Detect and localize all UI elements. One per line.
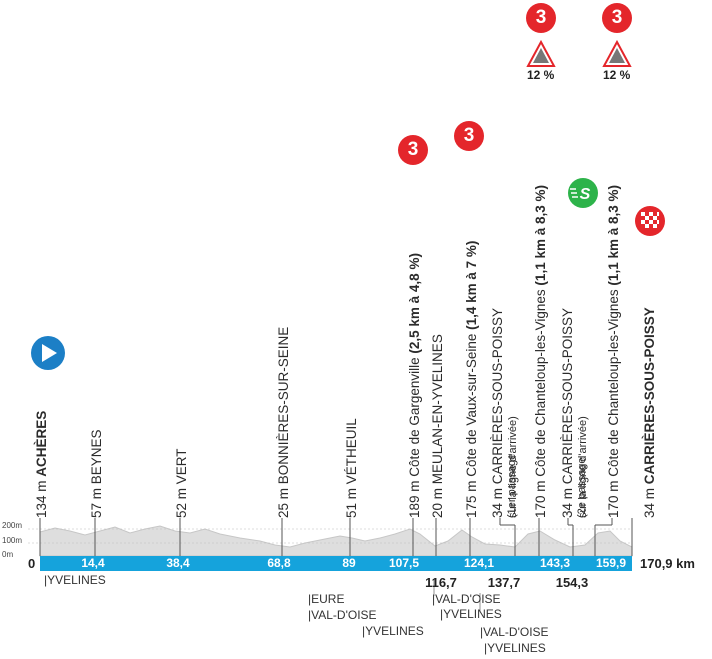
passage-note: sur la ligne d'arrivée) [577, 416, 589, 518]
region-label: |YVELINES [484, 641, 546, 655]
region-label: |YVELINES [44, 573, 106, 587]
climb-category-badge: 3 [526, 3, 556, 33]
climb-label: 170 m Côte de Chanteloup-les-Vignes (1,1… [606, 185, 621, 518]
km-total: 170,9 km [640, 556, 695, 571]
finish-town-label: 34 m CARRIÈRES-SOUS-POISSY [642, 307, 657, 518]
km-marker-below: 154,3 [555, 575, 589, 590]
region-label: |YVELINES [440, 607, 502, 621]
summit-triangle-icon [526, 39, 556, 67]
climb-label: 170 m Côte de Chanteloup-les-Vignes (1,1… [533, 185, 548, 518]
km-marker: 14,4 [81, 556, 105, 570]
max-gradient-label: 12 % [527, 68, 555, 82]
scale-label-200: 200m [2, 521, 23, 530]
km-start: 0 [28, 556, 36, 571]
start-town-label: 134 m ACHÈRES [34, 410, 49, 518]
km-marker: 159,9 [595, 556, 627, 570]
sprint-letter: S [580, 186, 591, 203]
km-marker: 38,4 [166, 556, 190, 570]
km-marker-below: 137,7 [487, 575, 521, 590]
region-label: |VAL-D'OISE [308, 608, 377, 622]
climb-label: 175 m Côte de Vaux-sur-Seine (1,4 km à 7… [464, 240, 479, 518]
checkpoint-ticks [39, 518, 633, 556]
region-label: |EURE [308, 592, 345, 606]
km-marker-below: 116,7 [425, 575, 457, 590]
climb-category-badge: 3 [398, 135, 428, 165]
summit-triangle-icon [602, 39, 632, 67]
climb-category-badge: 3 [602, 3, 632, 33]
km-marker: 68,8 [267, 556, 291, 570]
climb-label: 189 m Côte de Gargenville (2,5 km à 4,8 … [407, 253, 422, 518]
finish-flag-icon [635, 206, 665, 236]
km-marker: 89 [342, 556, 356, 570]
elevation-profile [39, 525, 633, 557]
region-label: |VAL-D'OISE [432, 592, 501, 606]
town-label: 51 m VÉTHEUIL [344, 418, 359, 518]
start-icon [31, 336, 65, 370]
distance-bar [40, 556, 632, 571]
region-label: |YVELINES [362, 624, 424, 638]
sprint-icon [568, 178, 598, 208]
town-label: 57 m BEYNES [89, 429, 104, 518]
town-label: 52 m VERT [174, 448, 189, 518]
scale-label-100: 100m [2, 536, 23, 545]
climb-category-badge: 3 [454, 121, 484, 151]
passage-note: sur la ligne d'arrivée) [507, 416, 519, 518]
region-label: |VAL-D'OISE [480, 625, 549, 639]
km-marker: 107,5 [388, 556, 420, 570]
town-label: 25 m BONNIÈRES-SUR-SEINE [276, 326, 291, 518]
scale-label-0: 0m [2, 550, 14, 559]
town-label: 20 m MEULAN-EN-YVELINES [430, 334, 445, 518]
km-marker: 124,1 [463, 556, 495, 570]
max-gradient-label: 12 % [603, 68, 631, 82]
km-marker: 143,3 [539, 556, 571, 570]
